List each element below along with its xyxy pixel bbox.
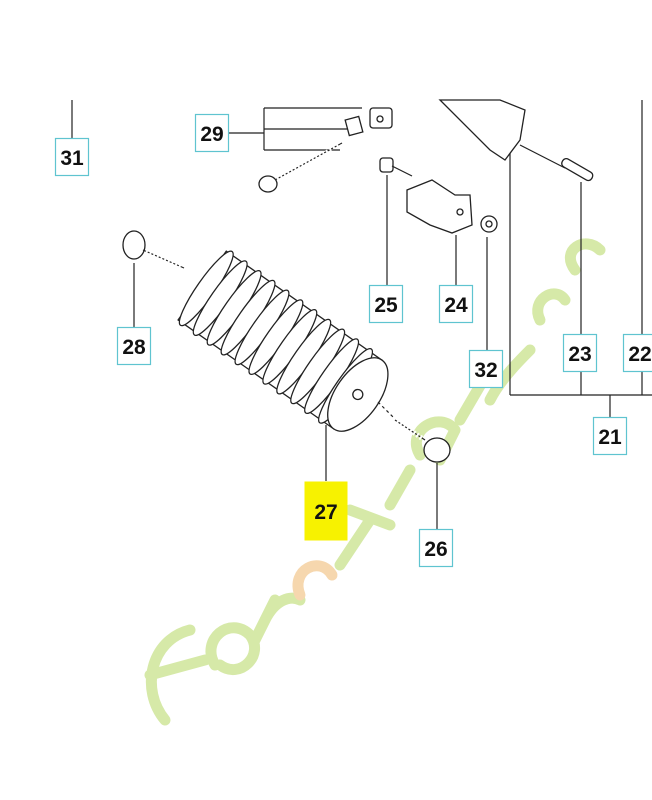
part-number: 26	[424, 538, 447, 561]
part-number: 21	[598, 426, 622, 449]
part-number: 22	[628, 343, 651, 366]
part-labels: 31 29 28 25 24 32 23 22 21 27 26	[54, 113, 652, 568]
part-number: 27	[314, 501, 337, 524]
spring-part	[177, 250, 389, 432]
part-label-32[interactable]: 32	[468, 349, 504, 389]
label-box	[116, 326, 152, 366]
bolt-28-part	[122, 230, 185, 269]
part-label-25[interactable]: 25	[368, 284, 404, 324]
label-box	[54, 137, 90, 177]
square-nut-part	[344, 107, 393, 137]
pin-part	[561, 157, 594, 182]
bolt-26-part	[377, 401, 451, 463]
part-label-22[interactable]: 22	[622, 333, 652, 373]
bolt-25-part	[379, 157, 413, 177]
part-label-29[interactable]: 29	[194, 113, 230, 153]
part-label-31[interactable]: 31	[54, 137, 90, 177]
highlight-box	[304, 481, 348, 541]
label-box	[622, 333, 652, 373]
long-screw-part	[258, 142, 343, 193]
label-box	[194, 113, 230, 153]
part-label-27[interactable]: 27	[304, 481, 348, 541]
leader-lines	[71, 100, 652, 530]
label-box	[418, 528, 454, 568]
part-number: 29	[200, 123, 223, 146]
label-box	[368, 284, 404, 324]
part-number: 23	[568, 343, 591, 366]
bracket-part	[406, 179, 473, 234]
label-box	[592, 416, 628, 456]
part-number: 25	[374, 294, 398, 317]
part-number: 24	[444, 294, 468, 317]
housing-fragment	[438, 99, 566, 169]
part-label-24[interactable]: 24	[438, 284, 474, 324]
nut-part	[480, 215, 498, 233]
label-box	[438, 284, 474, 324]
part-number: 32	[474, 359, 497, 382]
part-label-28[interactable]: 28	[116, 326, 152, 366]
part-number: 31	[60, 147, 84, 170]
part-label-21[interactable]: 21	[592, 416, 628, 456]
watermark-logo	[144, 238, 606, 726]
label-box	[468, 349, 504, 389]
label-box	[562, 333, 598, 373]
part-label-26[interactable]: 26	[418, 528, 454, 568]
part-label-23[interactable]: 23	[562, 333, 598, 373]
part-number: 28	[122, 336, 146, 359]
